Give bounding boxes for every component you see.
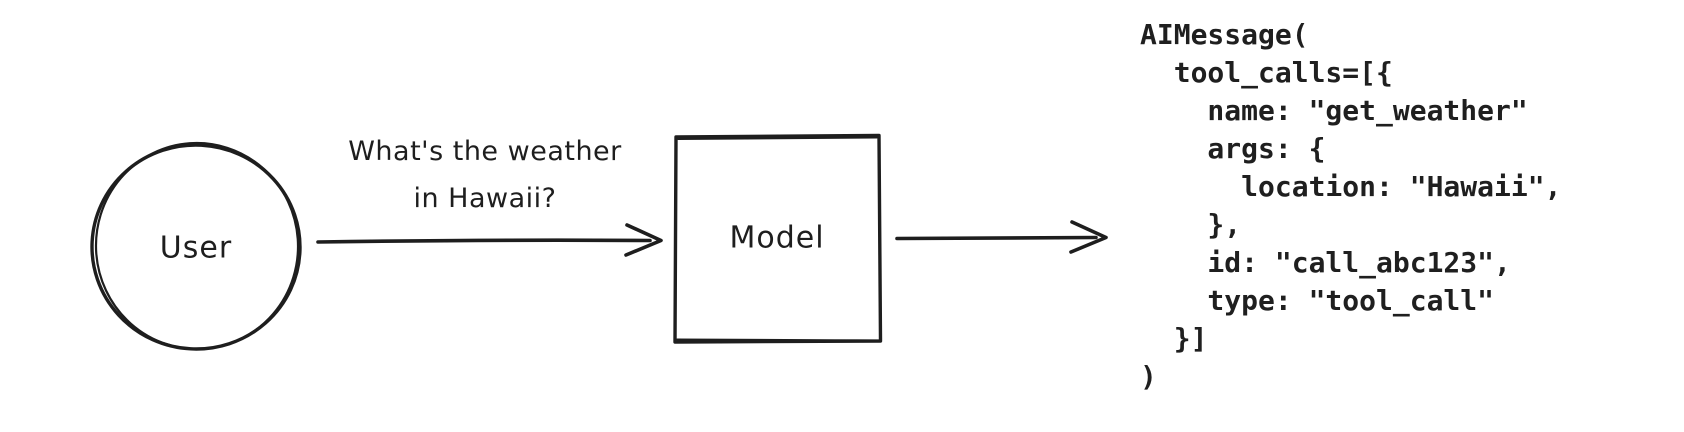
request-text-line2: in Hawaii?: [413, 183, 557, 214]
code-line: type: "tool_call": [1140, 284, 1495, 317]
user-node-label: User: [159, 230, 233, 266]
model-to-output-arrow: [895, 220, 1108, 254]
ai-message-code-block: AIMessage( tool_calls=[{ name: "get_weat…: [1140, 16, 1561, 396]
model-node-box: [673, 133, 883, 344]
code-line: location: "Hawaii",: [1140, 170, 1562, 203]
model-node-label: Model: [729, 220, 825, 256]
user-to-model-arrow: [316, 223, 663, 257]
code-line: id: "call_abc123",: [1140, 246, 1511, 279]
code-line: name: "get_weather": [1140, 94, 1528, 127]
code-line: }]: [1140, 322, 1208, 355]
code-line: ): [1140, 360, 1157, 393]
request-text-line1: What's the weather: [348, 136, 622, 167]
request-text: What's the weather in Hawaii?: [348, 128, 622, 222]
code-line: tool_calls=[{: [1140, 56, 1393, 89]
code-line: AIMessage(: [1140, 18, 1309, 51]
code-line: },: [1140, 208, 1242, 241]
code-line: args: {: [1140, 132, 1326, 165]
user-node-circle: [90, 141, 302, 351]
